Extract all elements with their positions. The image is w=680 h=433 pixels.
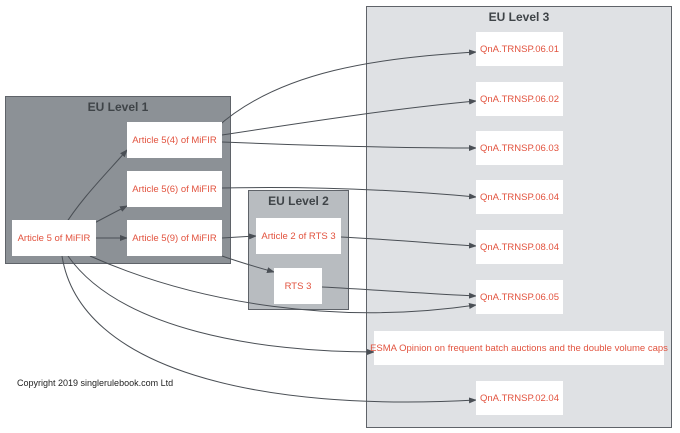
edge-art5-to-esma (67, 255, 375, 355)
cluster-title-eu-level-3: EU Level 3 (488, 10, 550, 24)
edge-rts3-to-q0605 (321, 286, 477, 299)
node-qna-trnsp-06-05[interactable]: QnA.TRNSP.06.05 (476, 280, 563, 314)
edge-art54-to-q0601 (215, 49, 477, 129)
edge-art59-to-art2rts3 (221, 233, 257, 240)
edge-art56-to-q0604 (221, 186, 477, 200)
cluster-title-eu-level-1: EU Level 1 (87, 100, 149, 114)
node-qna-trnsp-06-04[interactable]: QnA.TRNSP.06.04 (476, 180, 563, 214)
node-rts-3[interactable]: RTS 3 (274, 268, 322, 304)
copyright-notice: Copyright 2019 singlerulebook.com Ltd (17, 378, 174, 388)
edge-art54-to-q0603 (221, 141, 477, 151)
edge-art5-to-art54 (62, 149, 128, 229)
node-qna-trnsp-08-04[interactable]: QnA.TRNSP.08.04 (476, 230, 563, 264)
edge-art59-to-rts3 (221, 255, 275, 273)
node-article-5-of-mifir[interactable]: Article 5 of MiFIR (12, 220, 96, 256)
node-esma-opinion[interactable]: ESMA Opinion on frequent batch auctions … (370, 331, 668, 365)
node-article-5-6-of-mifir[interactable]: Article 5(6) of MiFIR (127, 171, 222, 207)
node-qna-trnsp-02-04[interactable]: QnA.TRNSP.02.04 (476, 381, 563, 415)
edge-art5-to-q0605 (89, 255, 477, 314)
node-qna-trnsp-06-02[interactable]: QnA.TRNSP.06.02 (476, 82, 563, 116)
edge-art5-to-q0204 (61, 255, 477, 404)
cluster-title-eu-level-2: EU Level 2 (268, 194, 329, 208)
node-qna-trnsp-06-03[interactable]: QnA.TRNSP.06.03 (476, 131, 563, 165)
edge-art2rts3-to-q0804 (340, 236, 477, 249)
node-article-5-4-of-mifir[interactable]: Article 5(4) of MiFIR (127, 122, 222, 158)
edge-art54-to-q0602 (221, 98, 477, 136)
node-qna-trnsp-06-01[interactable]: QnA.TRNSP.06.01 (476, 32, 563, 66)
node-article-5-9-of-mifir[interactable]: Article 5(9) of MiFIR (127, 220, 222, 256)
node-article-2-of-rts-3[interactable]: Article 2 of RTS 3 (256, 218, 341, 254)
